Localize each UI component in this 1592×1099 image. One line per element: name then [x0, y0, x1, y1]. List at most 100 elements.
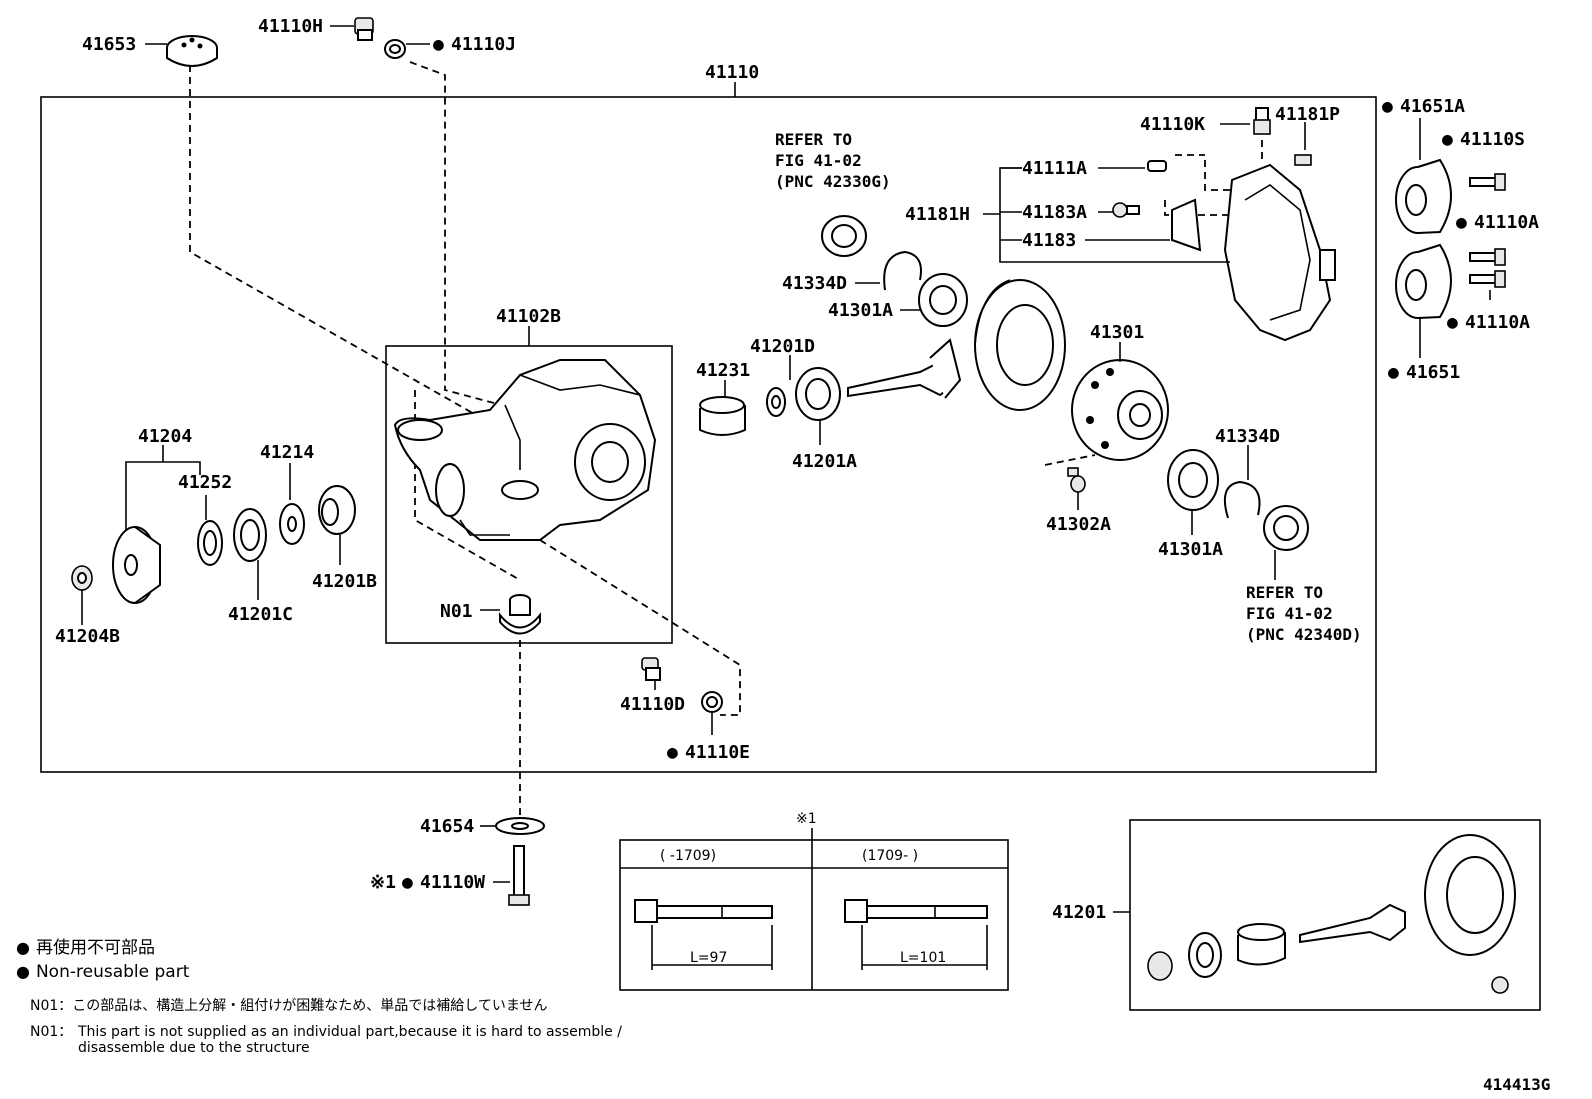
41201D-washer-part [766, 387, 786, 417]
callout-41110W: 41110W [420, 872, 485, 893]
ring-gear-part [974, 279, 1066, 411]
41110W-bolt-part [508, 845, 530, 906]
41301A-bearing-upper-part [918, 273, 968, 327]
41181P-bolt-part [1294, 154, 1312, 166]
callout-41110D: 41110D [620, 694, 685, 715]
41110S-bolt-part [1469, 173, 1506, 191]
legend-n01-notes: N01：この部品は、構造上分解・組付けが困難なため、単品では補給していません N… [30, 998, 730, 1056]
callout-N01: N01 [440, 601, 473, 622]
callout-41301A-bottom: 41301A [1158, 539, 1223, 560]
oil-seal-upper-part [821, 215, 867, 257]
41110D-plug-part [641, 657, 661, 681]
dot-41110J: ● [433, 34, 444, 55]
kit-41201-frame [1129, 819, 1541, 1011]
bolt-table-note-mark: ※1 [796, 811, 817, 827]
bolt-drawing-101 [844, 899, 988, 970]
41201A-bearing-part [795, 367, 841, 421]
callout-41183: 41183 [1022, 230, 1076, 251]
callout-41201D: 41201D [750, 336, 815, 357]
dot-41110E: ● [667, 742, 678, 763]
callout-41214: 41214 [260, 442, 314, 463]
N01-breather-part [499, 594, 541, 635]
bolt-table-col1-header: ( -1709) [660, 848, 716, 864]
legend-n01-en: N01： This part is not supplied as an ind… [30, 1024, 622, 1056]
callout-41183A: 41183A [1022, 202, 1087, 223]
bolt-table-col2-header: (1709- ) [862, 848, 918, 864]
41110E-gasket-part [701, 691, 723, 713]
callout-41301A-top: 41301A [828, 300, 893, 321]
dot-41651A: ● [1382, 96, 1393, 117]
drive-pinion-shaft-part [847, 338, 962, 399]
41110H-plug-part [354, 17, 374, 41]
legend-dot-en: ● [16, 962, 30, 981]
callout-41231: 41231 [696, 360, 750, 381]
bolt-drawing-97 [634, 899, 773, 970]
differential-carrier-housing [393, 359, 657, 541]
callout-41201A: 41201A [792, 451, 857, 472]
callout-41110H: 41110H [258, 16, 323, 37]
dot-41110A-top: ● [1456, 212, 1467, 233]
41214-spacer-part [279, 503, 305, 545]
legend-nonreusable-en: ●Non-reusable part [16, 962, 190, 982]
41110K-breather-plug-part [1253, 107, 1271, 135]
drawing-id: 414413G [1483, 1075, 1550, 1094]
legend-n01-jp: N01：この部品は、構造上分解・組付けが困難なため、単品では補給していません [30, 998, 548, 1014]
41110A-bolt-upper-part [1469, 248, 1506, 266]
callout-41110A-bottom: 41110A [1465, 312, 1530, 333]
bolt-length-table: ※1 ( -1709) (1709- ) L=97 L=101 [619, 811, 1009, 991]
callout-41651: 41651 [1406, 362, 1460, 383]
refer-top-line1: REFER TO [775, 130, 852, 149]
callout-41181P: 41181P [1275, 104, 1340, 125]
callout-41334D-top: 41334D [782, 273, 847, 294]
callout-41201B: 41201B [312, 571, 377, 592]
legend: ●再使用不可部品 ●Non-reusable part [16, 936, 189, 984]
bolt-table-length-101: L=101 [900, 950, 946, 966]
dot-41110A-bottom: ● [1447, 312, 1458, 333]
callout-41252: 41252 [178, 472, 232, 493]
assembly-label: 41110 [705, 62, 759, 83]
refer-bottom-line3: (PNC 42340D) [1246, 625, 1362, 644]
bolt-table-length-97: L=97 [690, 950, 727, 966]
41302A-bolt-part [1067, 467, 1086, 493]
callout-41201: 41201 [1052, 902, 1106, 923]
legend-nonreusable-jp: ●再使用不可部品 [16, 938, 155, 958]
41653-coupling-part [166, 35, 218, 67]
refer-bottom-line1: REFER TO [1246, 583, 1323, 602]
callout-41204B: 41204B [55, 626, 120, 647]
41252-oil-seal-part [197, 520, 223, 566]
41110J-gasket-part [384, 39, 406, 59]
callout-41110E: 41110E [685, 742, 750, 763]
dot-41110S: ● [1442, 129, 1453, 150]
kit-41201-parts [1147, 834, 1516, 994]
callout-41110K: 41110K [1140, 114, 1205, 135]
callout-41334D-bottom: 41334D [1215, 426, 1280, 447]
callout-41110A-top: 41110A [1474, 212, 1539, 233]
callout-41301: 41301 [1090, 322, 1144, 343]
dot-41651: ● [1388, 362, 1399, 383]
41110A-bolt-lower-part [1469, 270, 1506, 288]
callout-41201C: 41201C [228, 604, 293, 625]
callout-41204: 41204 [138, 426, 192, 447]
callout-41181H: 41181H [905, 204, 970, 225]
41204B-nut-part [71, 565, 93, 591]
41301A-bearing-lower-part [1167, 449, 1219, 511]
legend-dot-jp: ● [16, 938, 30, 957]
oil-seal-lower-part [1263, 505, 1309, 551]
refer-top-line2: FIG 41-02 [775, 151, 862, 170]
41204-companion-flange-part [112, 526, 161, 604]
41334D-snap-ring-lower-part [1224, 480, 1261, 519]
callout-41651A: 41651A [1400, 96, 1465, 117]
41301-differential-case-part [1071, 359, 1169, 461]
refer-top-line3: (PNC 42330G) [775, 172, 891, 191]
callout-41653: 41653 [82, 34, 136, 55]
41201B-bearing-part [318, 485, 356, 535]
callout-41302A: 41302A [1046, 514, 1111, 535]
dot-41110W: ● [402, 872, 413, 893]
callout-41110J: 41110J [451, 34, 516, 55]
refer-bottom-line2: FIG 41-02 [1246, 604, 1333, 623]
41651A-side-seal-part [1395, 158, 1452, 234]
differential-rear-cover-part [1223, 163, 1336, 342]
assembly-frame [40, 96, 1377, 773]
